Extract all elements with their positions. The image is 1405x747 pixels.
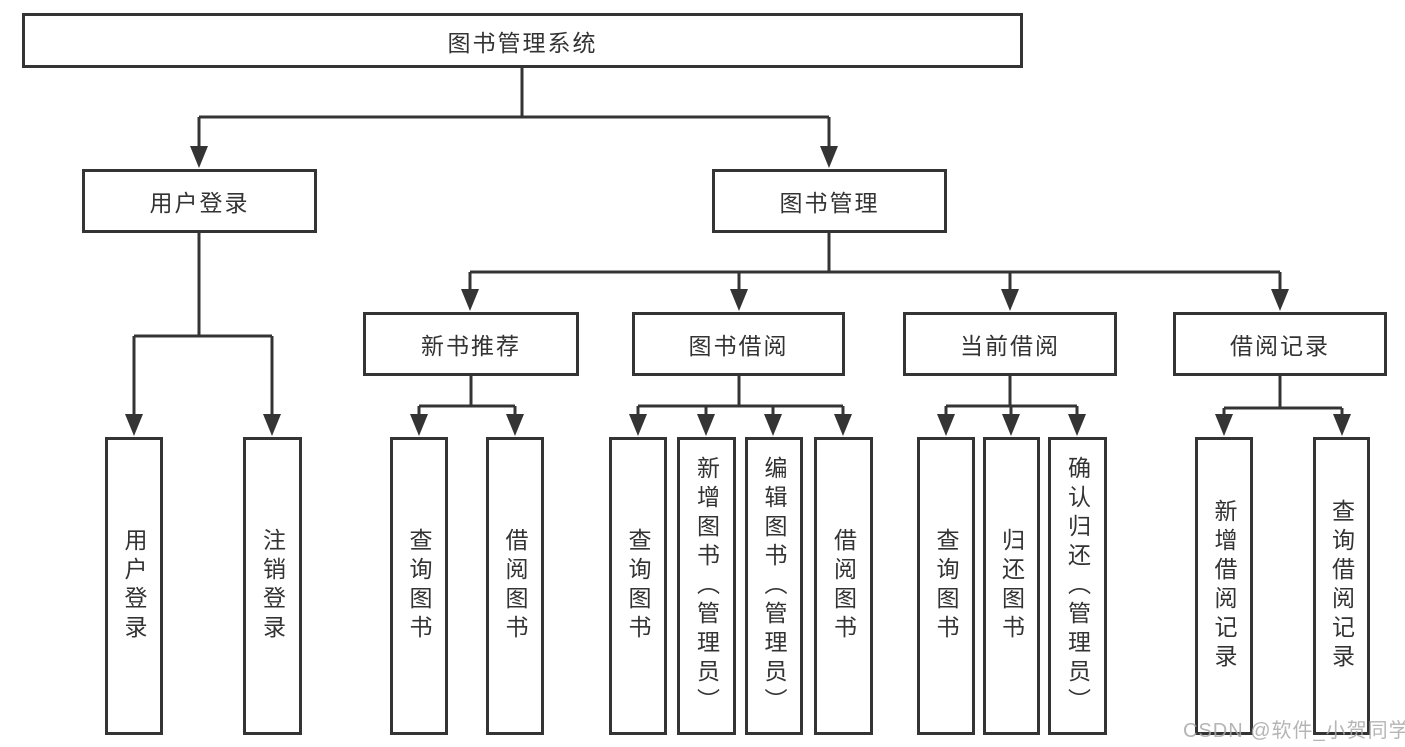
arrow-icon: [764, 414, 782, 436]
arrow-icon: [1333, 414, 1351, 436]
leaf-borrow-books: 借阅图书: [814, 437, 873, 735]
connector-borrow-records-branch: [1222, 376, 1344, 416]
arrow-icon: [697, 414, 715, 436]
node-current-borrow: 当前借阅: [903, 312, 1117, 376]
connector-new-book-branch: [417, 376, 517, 416]
node-book-management: 图书管理: [712, 169, 947, 233]
arrow-icon: [506, 414, 524, 436]
leaf-user-login: 用户登录: [105, 437, 163, 735]
leaf-query-books-borrow-label: 查询图书: [625, 528, 651, 644]
node-user-login-label: 用户登录: [149, 190, 250, 216]
arrow-icon: [1068, 414, 1086, 436]
node-user-login: 用户登录: [82, 169, 317, 233]
node-new-book-recommend-label: 新书推荐: [421, 333, 521, 359]
leaf-add-borrow-record: 新增借阅记录: [1195, 437, 1253, 735]
leaf-logout: 注销登录: [243, 437, 302, 735]
connector-user-login-branch: [132, 233, 274, 416]
arrow-icon: [937, 414, 955, 436]
leaf-borrow-books-recommend-label: 借阅图书: [502, 528, 528, 644]
connector-paths: [132, 68, 1344, 416]
connector-book-management-branch: [468, 233, 1282, 293]
node-new-book-recommend: 新书推荐: [363, 312, 579, 376]
leaf-add-borrow-record-label: 新增借阅记录: [1211, 499, 1237, 673]
arrow-icon: [190, 146, 208, 168]
arrowheads: [125, 146, 1351, 436]
leaf-return-books-label: 归还图书: [998, 528, 1025, 644]
leaf-edit-books-admin: 编辑图书（管理员）: [745, 437, 803, 735]
leaf-query-books-recommend: 查询图书: [390, 437, 448, 735]
leaf-query-borrow-record: 查询借阅记录: [1313, 437, 1370, 735]
leaf-query-books-borrow: 查询图书: [609, 437, 667, 735]
node-book-borrow: 图书借阅: [632, 312, 845, 376]
node-book-management-label: 图书管理: [779, 190, 880, 216]
arrow-icon: [730, 289, 748, 311]
arrow-icon: [1002, 414, 1020, 436]
leaf-query-books-recommend-label: 查询图书: [406, 528, 432, 644]
leaf-user-login-label: 用户登录: [121, 528, 147, 644]
leaf-query-books-current-label: 查询图书: [933, 528, 959, 644]
leaf-return-books: 归还图书: [983, 437, 1040, 735]
node-borrow-records: 借阅记录: [1173, 312, 1387, 376]
node-root: 图书管理系统: [22, 13, 1023, 68]
node-borrow-records-label: 借阅记录: [1230, 333, 1330, 359]
leaf-query-borrow-record-label: 查询借阅记录: [1328, 499, 1355, 673]
arrow-icon: [1271, 289, 1289, 311]
csdn-watermark: CSDN @软件_小贺同学: [1183, 720, 1405, 742]
arrow-icon: [461, 289, 479, 311]
leaf-logout-label: 注销登录: [259, 528, 286, 644]
leaf-add-books-admin-label: 新增图书（管理员）: [693, 455, 720, 717]
leaf-edit-books-admin-label: 编辑图书（管理员）: [761, 455, 787, 717]
connector-root-to-level2: [197, 68, 831, 148]
arrow-icon: [834, 414, 852, 436]
arrow-icon: [263, 414, 281, 436]
arrow-icon: [1215, 414, 1233, 436]
arrow-icon: [1001, 289, 1019, 311]
arrow-icon: [125, 414, 143, 436]
connector-book-borrow-branch: [636, 376, 845, 416]
leaf-confirm-return-admin-label: 确认归还（管理员）: [1064, 455, 1091, 717]
connector-current-borrow-branch: [944, 376, 1079, 416]
node-book-borrow-label: 图书借阅: [688, 333, 789, 359]
leaf-borrow-books-label: 借阅图书: [830, 528, 857, 644]
leaf-add-books-admin: 新增图书（管理员）: [677, 437, 736, 735]
arrow-icon: [629, 414, 647, 436]
arrow-icon: [410, 414, 428, 436]
leaf-borrow-books-recommend: 借阅图书: [486, 437, 544, 735]
node-root-label: 图书管理系统: [447, 29, 598, 56]
node-current-borrow-label: 当前借阅: [960, 333, 1060, 359]
leaf-confirm-return-admin: 确认归还（管理员）: [1048, 437, 1107, 735]
leaf-query-books-current: 查询图书: [917, 437, 975, 735]
arrow-icon: [820, 146, 838, 168]
